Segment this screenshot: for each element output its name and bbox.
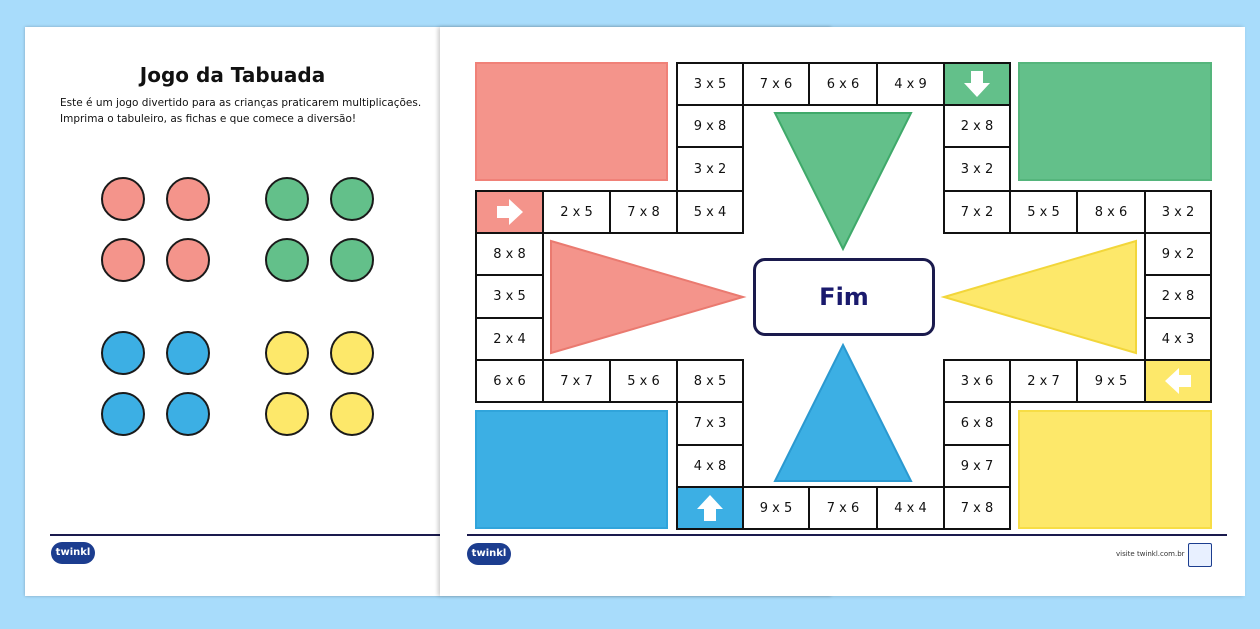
- board-cell[interactable]: 4 x 4: [876, 486, 945, 530]
- board-cell[interactable]: 9 x 7: [943, 444, 1011, 488]
- blue-start-cell[interactable]: [676, 486, 744, 530]
- red-token[interactable]: [101, 238, 145, 282]
- green-token[interactable]: [330, 238, 374, 282]
- page-title: Jogo da Tabuada: [139, 63, 326, 87]
- finish-box: Fim: [753, 258, 935, 336]
- board-cell[interactable]: 2 x 8: [1144, 274, 1212, 319]
- board-cell[interactable]: 5 x 4: [676, 190, 744, 234]
- yellow-token[interactable]: [265, 331, 309, 375]
- board-cell[interactable]: 3 x 2: [676, 146, 744, 192]
- instructions-line-2: Imprima o tabuleiro, as fichas e que com…: [60, 113, 357, 125]
- red-token[interactable]: [101, 177, 145, 221]
- arrow-down-icon: [964, 71, 990, 97]
- visit-website-text: visite twinkl.com.br: [1116, 550, 1185, 558]
- board-cell[interactable]: 2 x 8: [943, 104, 1011, 148]
- yellow-token[interactable]: [330, 392, 374, 436]
- twinkl-logo: twinkl: [51, 542, 95, 564]
- blue-token[interactable]: [166, 392, 210, 436]
- board-cell[interactable]: 8 x 8: [475, 232, 544, 276]
- board-cell[interactable]: 9 x 8: [676, 104, 744, 148]
- blue-token[interactable]: [101, 392, 145, 436]
- yellow-start-cell[interactable]: [1144, 359, 1212, 403]
- arrow-left-icon: [1165, 368, 1191, 394]
- footer-divider: [50, 534, 440, 536]
- quality-badge-icon: [1188, 543, 1212, 567]
- board-cell[interactable]: 3 x 6: [943, 359, 1011, 403]
- board-cell[interactable]: 7 x 6: [742, 62, 810, 106]
- yellow-triangle: [940, 239, 1137, 355]
- red-token[interactable]: [166, 238, 210, 282]
- board-cell[interactable]: 7 x 2: [943, 190, 1011, 234]
- yellow-home-area: [1018, 410, 1212, 529]
- green-start-cell[interactable]: [943, 62, 1011, 106]
- board-cell[interactable]: 7 x 8: [943, 486, 1011, 530]
- board-cell[interactable]: 7 x 6: [808, 486, 878, 530]
- blue-token[interactable]: [166, 331, 210, 375]
- red-token[interactable]: [166, 177, 210, 221]
- red-start-cell[interactable]: [475, 190, 544, 234]
- board-cell[interactable]: 9 x 5: [742, 486, 810, 530]
- board-cell[interactable]: 3 x 5: [475, 274, 544, 319]
- board-cell[interactable]: 9 x 5: [1076, 359, 1146, 403]
- board-cell[interactable]: 6 x 6: [475, 359, 544, 403]
- board-cell[interactable]: 4 x 8: [676, 444, 744, 488]
- instructions-line-1: Este é um jogo divertido para as criança…: [60, 97, 422, 109]
- board-cell[interactable]: 5 x 6: [609, 359, 678, 403]
- board-cell[interactable]: 2 x 5: [542, 190, 611, 234]
- instructions-text: Este é um jogo divertido para as criança…: [60, 95, 421, 127]
- board-cell[interactable]: 2 x 4: [475, 317, 544, 361]
- blue-home-area: [475, 410, 668, 529]
- board-cell[interactable]: 5 x 5: [1009, 190, 1078, 234]
- board-cell[interactable]: 6 x 6: [808, 62, 878, 106]
- green-token[interactable]: [265, 238, 309, 282]
- twinkl-logo: twinkl: [467, 543, 511, 565]
- red-triangle: [550, 239, 747, 355]
- blue-token[interactable]: [101, 331, 145, 375]
- arrow-right-icon: [496, 199, 523, 225]
- board-cell[interactable]: 9 x 2: [1144, 232, 1212, 276]
- board-cell[interactable]: 8 x 5: [676, 359, 744, 403]
- board-cell[interactable]: 4 x 9: [876, 62, 945, 106]
- board-cell[interactable]: 7 x 3: [676, 401, 744, 446]
- red-home-area: [475, 62, 668, 181]
- board-cell[interactable]: 4 x 3: [1144, 317, 1212, 361]
- footer-divider: [467, 534, 1227, 536]
- board-cell[interactable]: 7 x 7: [542, 359, 611, 403]
- green-triangle: [773, 112, 913, 252]
- yellow-token[interactable]: [265, 392, 309, 436]
- green-home-area: [1018, 62, 1212, 181]
- board-cell[interactable]: 2 x 7: [1009, 359, 1078, 403]
- blue-triangle: [773, 342, 913, 482]
- board-cell[interactable]: 6 x 8: [943, 401, 1011, 446]
- board-cell[interactable]: 7 x 8: [609, 190, 678, 234]
- green-token[interactable]: [330, 177, 374, 221]
- green-token[interactable]: [265, 177, 309, 221]
- yellow-token[interactable]: [330, 331, 374, 375]
- board-cell[interactable]: 8 x 6: [1076, 190, 1146, 234]
- board-cell[interactable]: 3 x 2: [943, 146, 1011, 192]
- arrow-up-icon: [697, 495, 723, 521]
- board-cell[interactable]: 3 x 5: [676, 62, 744, 106]
- board-cell[interactable]: 3 x 2: [1144, 190, 1212, 234]
